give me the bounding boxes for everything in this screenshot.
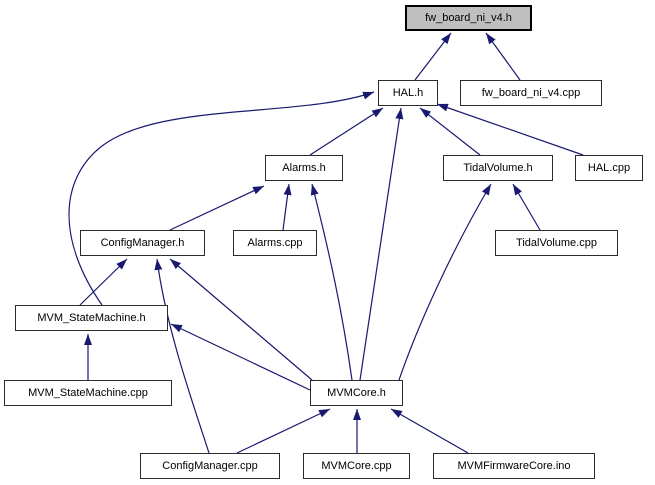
graph-node-hal_h[interactable]: HAL.h	[378, 80, 438, 106]
graph-node-mvmcore_h[interactable]: MVMCore.h	[310, 380, 403, 406]
edge-configmanager_cpp-to-mvmcore_h	[236, 408, 331, 454]
edge-alarms_cpp-to-alarms_h	[282, 183, 292, 231]
graph-node-mvm_statemachine_h[interactable]: MVM_StateMachine.h	[15, 305, 168, 331]
graph-node-fw_board_ni_v4_h[interactable]: fw_board_ni_v4.h	[405, 5, 532, 31]
edge-mvm_statemachine_h-to-hal_h	[68, 91, 375, 306]
graph-node-tidalvolume_cpp[interactable]: TidalVolume.cpp	[495, 230, 618, 256]
edge-configmanager_h-to-alarms_h	[169, 185, 265, 231]
graph-node-alarms_h[interactable]: Alarms.h	[265, 155, 343, 181]
edge-alarms_h-to-hal_h	[309, 107, 384, 156]
edge-tidalvolume_h-to-hal_h	[419, 107, 481, 156]
edge-mvmcore_h-to-hal_h	[359, 107, 404, 381]
graph-node-fw_board_ni_v4_cpp[interactable]: fw_board_ni_v4.cpp	[460, 80, 602, 106]
graph-node-configmanager_cpp[interactable]: ConfigManager.cpp	[140, 453, 280, 479]
graph-node-mvm_statemachine_cpp[interactable]: MVM_StateMachine.cpp	[4, 380, 172, 406]
edge-tidalvolume_cpp-to-tidalvolume_h	[512, 183, 541, 231]
graph-node-configmanager_h[interactable]: ConfigManager.h	[80, 230, 205, 256]
edge-hal_cpp-to-hal_h	[436, 103, 584, 156]
edge-mvmcore_h-to-mvm_statemachine_h	[170, 323, 311, 391]
edge-mvm_statemachine_h-to-configmanager_h	[79, 258, 128, 306]
edge-mvmfirmwarecore_ino-to-mvmcore_h	[390, 408, 469, 454]
graph-node-mvmfirmwarecore_ino[interactable]: MVMFirmwareCore.ino	[433, 453, 595, 479]
edge-mvmcore_h-to-configmanager_h	[169, 258, 313, 381]
graph-node-alarms_cpp[interactable]: Alarms.cpp	[233, 230, 317, 256]
edge-configmanager_cpp-to-configmanager_h	[154, 258, 210, 454]
graph-node-hal_cpp[interactable]: HAL.cpp	[575, 155, 643, 181]
graph-node-tidalvolume_h[interactable]: TidalVolume.h	[443, 155, 553, 181]
graph-node-mvmcore_cpp[interactable]: MVMCore.cpp	[303, 453, 410, 479]
edge-fw_board_ni_v4_cpp-to-fw_board_ni_v4_h	[485, 32, 521, 81]
edge-mvmcore_h-to-alarms_h	[310, 183, 353, 381]
edge-mvmcore_h-to-tidalvolume_h	[398, 183, 492, 381]
edge-hal_h-to-fw_board_ni_v4_h	[414, 32, 452, 81]
